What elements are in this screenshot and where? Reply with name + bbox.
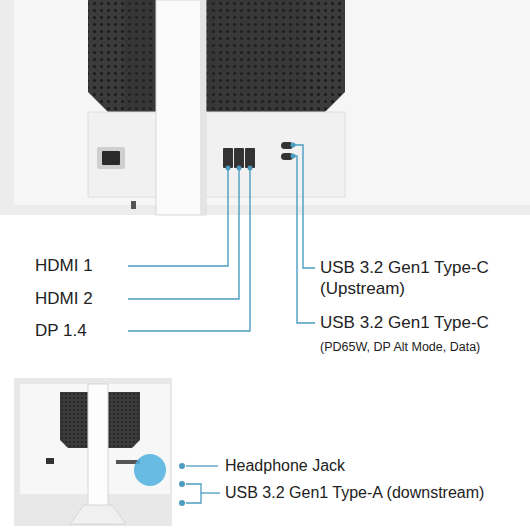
port-label: DP 1.4 <box>35 320 87 341</box>
port-label: USB 3.2 Gen1 Type-C (Upstream) <box>320 257 520 300</box>
port-note: (PD65W, DP Alt Mode, Data) <box>320 340 480 356</box>
port-label: HDMI 1 <box>35 255 93 276</box>
port-label: USB 3.2 Gen1 Type-C <box>320 312 489 333</box>
port-label: Headphone Jack <box>225 456 345 476</box>
port-label: HDMI 2 <box>35 288 93 309</box>
port-label: USB 3.2 Gen1 Type-A (downstream) <box>225 483 484 503</box>
